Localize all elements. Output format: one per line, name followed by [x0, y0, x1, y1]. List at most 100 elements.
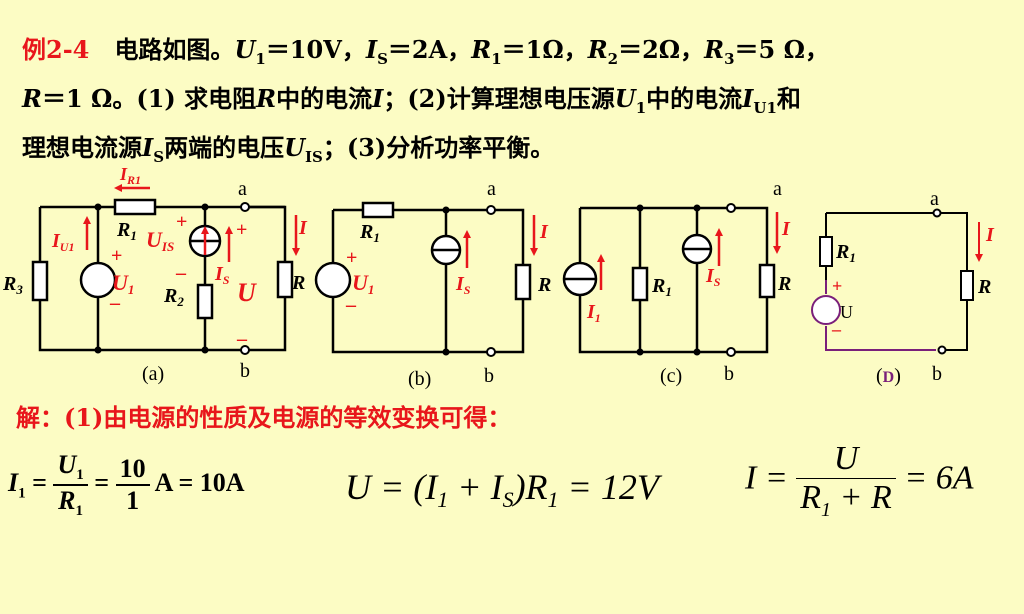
source-u-d — [811, 295, 841, 325]
terminal-a — [240, 202, 250, 212]
minus-u-d: – — [831, 319, 842, 339]
terminal-a — [932, 208, 942, 218]
node-dot — [693, 348, 701, 356]
node-b-label: b — [724, 363, 734, 385]
wire-d-purple — [825, 280, 936, 351]
plus-u1-b: + — [346, 247, 357, 269]
question-2-i-sub: U1 — [753, 98, 777, 117]
eq3-den-b: + R — [831, 479, 892, 516]
given-r1-val: ＝1Ω， — [501, 35, 588, 64]
given-u1-val: ＝10V， — [265, 35, 366, 64]
circuit-b — [314, 201, 532, 354]
eq3-rhs: = 6A — [904, 459, 974, 497]
circuit-a — [31, 198, 294, 352]
eq2-part-d: = 12V — [558, 467, 659, 507]
question-2c: 和 — [776, 83, 801, 113]
given-u1-sub: 1 — [255, 49, 266, 68]
caption-b: (b) — [408, 368, 431, 390]
given-r: R — [22, 83, 42, 113]
eq2-part-b: + I — [448, 467, 503, 507]
given-r3-val: ＝5 Ω， — [734, 35, 829, 64]
plus-u1-a: + — [111, 245, 122, 267]
label-is-b: IS — [455, 273, 471, 297]
question-3: (3)分析功率平衡。 — [346, 132, 555, 162]
eq2-sub-r: 1 — [547, 487, 559, 513]
terminal-b — [726, 347, 736, 357]
eq3-den-a: R — [800, 479, 822, 516]
terminal-a — [726, 203, 736, 213]
minus-uis: – — [175, 262, 187, 284]
label-r-a: R — [291, 272, 305, 294]
question-2-uis-sub: IS — [305, 147, 323, 166]
node-dot — [442, 206, 450, 214]
question-2f: ； — [322, 132, 347, 162]
terminal-b — [240, 345, 250, 355]
minus-u1-a: – — [109, 292, 121, 314]
question-2e: 两端的电压 — [164, 132, 285, 162]
label-r3: R3 — [2, 273, 23, 297]
question-2-uis: U — [284, 132, 306, 162]
given-r-val: ＝1 Ω。 — [41, 83, 137, 113]
given-u1: U — [234, 35, 256, 64]
circuit-diagrams: IR1 IU1 R1 UIS + – + + U1 – IS R2 R3 U –… — [2, 164, 995, 390]
given-r2-val: ＝2Ω， — [618, 35, 705, 64]
eq1-num2: 10 — [115, 454, 150, 487]
question-2a: (2)计算理想电压源 — [407, 83, 615, 113]
question-1a: (1) 求电阻 — [136, 83, 257, 113]
label-u1-a: U1 — [112, 270, 134, 297]
caption-a: (a) — [142, 363, 164, 385]
label-u1-b: U1 — [352, 270, 374, 297]
label-u-a: U — [237, 278, 257, 307]
node-dot — [636, 348, 644, 356]
question-1-r: R — [256, 83, 277, 113]
given-r2: R — [587, 35, 608, 64]
example-tag: 例2-4 — [22, 35, 90, 64]
equation-i1: I1 = U1 R1 = 10 1 A = 10A — [8, 450, 245, 520]
node-b-label: b — [240, 360, 250, 382]
node-dot — [94, 346, 102, 354]
caption-d: (D) — [876, 365, 901, 387]
label-r1-a: R1 — [116, 219, 137, 243]
question-1c: ； — [383, 83, 408, 113]
node-dot — [636, 204, 644, 212]
node-dot — [693, 204, 701, 212]
eq1-den: R — [58, 486, 76, 516]
terminal-b — [937, 345, 947, 355]
question-2-u-sub: 1 — [635, 98, 647, 117]
minus-u1-b: – — [345, 294, 357, 316]
plus-u-d: + — [832, 276, 842, 296]
label-r-d: R — [977, 276, 991, 298]
label-i-a: I — [298, 217, 308, 239]
eq3-fraction: U R1 + R — [796, 440, 896, 522]
given-r1-sub: 1 — [491, 49, 502, 68]
label-i-b: I — [539, 221, 549, 243]
node-a-label: a — [930, 188, 939, 210]
eq2-part-a: U = (I — [345, 467, 438, 507]
solution-text: 解：(1)由电源的性质及电源的等效变换可得： — [16, 403, 512, 432]
node-b-label: b — [932, 363, 942, 385]
label-uis: UIS — [146, 227, 174, 254]
question-1-i: I — [372, 83, 384, 113]
question-2d: 理想电流源 — [22, 132, 142, 162]
label-u-d: U — [840, 302, 853, 322]
eq1-den-sub: 1 — [75, 503, 84, 520]
given-is-val: ＝2A， — [387, 35, 472, 64]
given-r2-sub: 2 — [607, 49, 619, 68]
question-2b: 中的电流 — [646, 83, 743, 113]
minus-u-a: – — [236, 328, 248, 350]
eq3-num: U — [796, 440, 896, 479]
caption-c: (c) — [660, 365, 682, 387]
plus-uis: + — [176, 211, 187, 233]
question-1b: 中的电流 — [276, 83, 373, 113]
eq2-sub-s: S — [502, 487, 514, 513]
label-ir1: IR1 — [119, 164, 141, 187]
question-2-is: I — [142, 132, 154, 162]
circuit-c — [562, 206, 776, 354]
plus-u-a: + — [236, 219, 247, 241]
node-dot — [201, 203, 209, 211]
label-r1-d: R1 — [835, 241, 856, 265]
given-r3: R — [704, 35, 725, 64]
label-i-d: I — [985, 224, 995, 246]
eq3-den-sub: 1 — [821, 498, 832, 521]
label-is-c: IS — [705, 265, 721, 289]
